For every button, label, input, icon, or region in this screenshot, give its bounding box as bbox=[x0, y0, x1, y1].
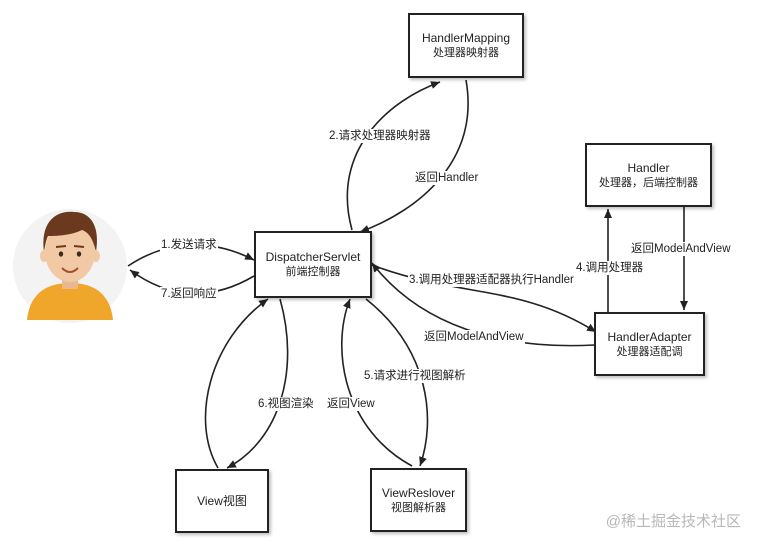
label-request-resolve: 5.请求进行视图解析 bbox=[363, 369, 467, 383]
dispatcher-servlet-title: DispatcherServlet bbox=[265, 250, 361, 264]
label-request-mapping: 2.请求处理器映射器 bbox=[328, 129, 432, 143]
label-send-request: 1.发送请求 bbox=[160, 238, 218, 252]
handler-box[interactable]: Handler 处理器，后端控制器 bbox=[585, 143, 712, 207]
label-return-response: 7.返回响应 bbox=[160, 287, 218, 301]
edge-request-resolve bbox=[365, 298, 429, 467]
view-box[interactable]: View视图 bbox=[175, 469, 269, 533]
handler-mapping-subtitle: 处理器映射器 bbox=[433, 47, 499, 59]
label-return-handler: 返回Handler bbox=[414, 171, 480, 185]
label-call-handler: 4.调用处理器 bbox=[575, 261, 645, 275]
handler-adapter-box[interactable]: HandlerAdapter 处理器适配调 bbox=[594, 312, 705, 376]
edge-call-adapter bbox=[371, 264, 597, 333]
label-return-mav-handler: 返回ModelAndView bbox=[630, 242, 732, 256]
handler-subtitle: 处理器，后端控制器 bbox=[599, 176, 698, 189]
edge-request-mapping bbox=[346, 81, 441, 231]
handler-mapping-title: HandlerMapping bbox=[421, 31, 511, 45]
handler-adapter-subtitle: 处理器适配调 bbox=[616, 345, 683, 358]
handler-mapping-box[interactable]: HandlerMapping 处理器映射器 bbox=[408, 13, 524, 78]
edge-return-handler bbox=[359, 79, 469, 233]
label-call-adapter: 3.调用处理器适配器执行Handler bbox=[408, 273, 575, 287]
label-return-mav-adapter: 返回ModelAndView bbox=[423, 330, 525, 344]
handler-title: Handler bbox=[627, 160, 670, 175]
view-title: View视图 bbox=[197, 494, 247, 508]
edge-return-mav-adapter bbox=[371, 262, 595, 347]
view-resolver-box[interactable]: ViewReslover 视图解析器 bbox=[370, 468, 467, 532]
user-avatar bbox=[13, 209, 127, 323]
label-return-view: 返回View bbox=[326, 397, 376, 411]
handler-adapter-title: HandlerAdapter bbox=[607, 329, 692, 344]
edge-return-view bbox=[340, 298, 413, 467]
view-resolver-title: ViewReslover bbox=[381, 485, 456, 500]
label-render-view: 6.视图渲染 bbox=[257, 397, 315, 411]
edge-render-view bbox=[226, 298, 289, 469]
dispatcher-servlet-subtitle: 前端控制器 bbox=[285, 266, 341, 278]
view-resolver-subtitle: 视图解析器 bbox=[391, 501, 446, 514]
edge-view-to-dispatcher bbox=[204, 298, 269, 469]
watermark: @稀土掘金技术社区 bbox=[605, 513, 741, 530]
dispatcher-servlet-box[interactable]: DispatcherServlet 前端控制器 bbox=[254, 231, 372, 298]
